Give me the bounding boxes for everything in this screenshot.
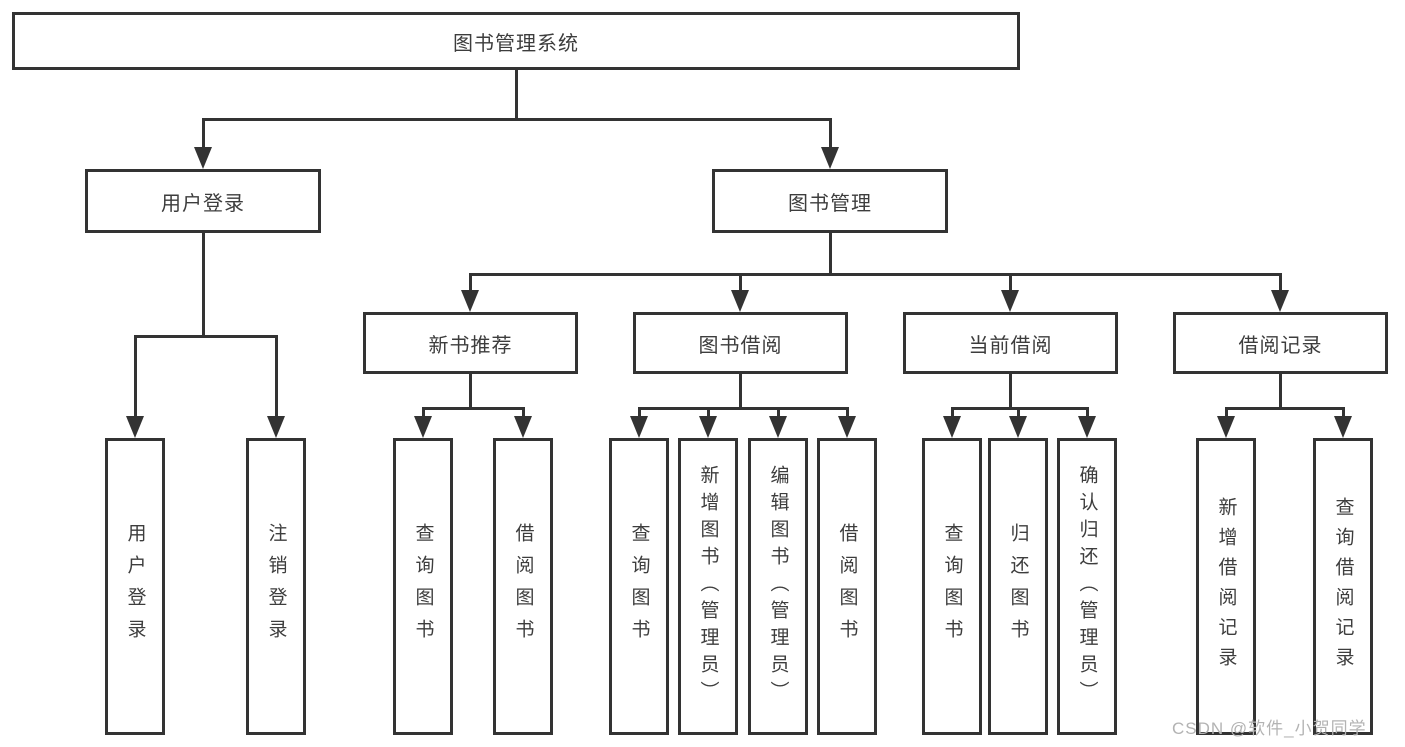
connector-groupD-rail — [1224, 407, 1345, 410]
leaf-label: 查询图书 — [628, 522, 650, 651]
connector-shaft-A2 — [521, 407, 525, 420]
arrowhead-book-management — [821, 147, 839, 169]
connector-shaft-new-book — [469, 273, 472, 294]
node-book-management-system: 图书管理系统 — [12, 12, 1020, 70]
arrowhead-user-login — [194, 147, 212, 169]
leaf-query-books-recommend: 查询图书 — [393, 438, 453, 735]
connector-groupA-rail — [421, 407, 525, 410]
node-book-borrow: 图书借阅 — [633, 312, 848, 374]
connector-shaft-B2 — [706, 407, 710, 420]
leaf-label: 借阅图书 — [512, 522, 534, 651]
arrowhead-D2 — [1334, 416, 1352, 438]
node-user-login: 用户登录 — [85, 169, 321, 233]
arrowhead-borrow-records — [1271, 290, 1289, 312]
connector-shaft-B3 — [776, 407, 780, 420]
connector-shaft-A1 — [421, 407, 425, 420]
node-borrow-records: 借阅记录 — [1173, 312, 1388, 374]
connector-shaft-current-borrow — [1009, 273, 1012, 294]
connector-bookmgmt-stem — [828, 231, 832, 276]
node-label: 借阅记录 — [1238, 334, 1323, 357]
node-book-management: 图书管理 — [712, 169, 948, 233]
leaf-label: 新增借阅记录 — [1215, 496, 1237, 677]
connector-groupD-stem — [1279, 372, 1282, 410]
connector-shaft-D1 — [1224, 407, 1228, 420]
node-label: 当前借阅 — [968, 334, 1053, 357]
connector-shaft-B1 — [637, 407, 641, 420]
arrowhead-A2 — [514, 416, 532, 438]
node-label: 图书管理系统 — [453, 32, 579, 55]
connector-shaft-D2 — [1341, 407, 1345, 420]
node-current-borrow: 当前借阅 — [903, 312, 1118, 374]
leaf-query-books-current: 查询图书 — [922, 438, 982, 735]
connector-groupC-stem — [1009, 372, 1012, 410]
arrowhead-leaf-logout — [267, 416, 285, 438]
arrowhead-B3 — [769, 416, 787, 438]
arrowhead-C2 — [1009, 416, 1027, 438]
arrowhead-book-borrow — [731, 290, 749, 312]
leaf-label: 查询图书 — [941, 522, 963, 651]
connector-shaft-C2 — [1016, 407, 1020, 420]
connector-shaft-borrow-records — [1279, 273, 1282, 294]
leaf-label: 用户登录 — [124, 522, 146, 651]
leaf-query-books-borrow: 查询图书 — [609, 438, 669, 735]
node-label: 图书借阅 — [698, 334, 783, 357]
connector-shaft-C3 — [1085, 407, 1089, 420]
leaf-add-borrow-record: 新增借阅记录 — [1196, 438, 1256, 735]
connector-root-stem — [514, 70, 518, 121]
leaf-edit-book-admin: 编辑图书（管理员） — [748, 438, 808, 735]
node-new-book-recommend: 新书推荐 — [363, 312, 578, 374]
leaf-label: 查询借阅记录 — [1332, 496, 1354, 677]
connector-shaft-B4 — [845, 407, 849, 420]
leaf-label: 新增图书（管理员） — [697, 465, 719, 708]
leaf-logout: 注销登录 — [246, 438, 306, 735]
arrowhead-C3 — [1078, 416, 1096, 438]
connector-groupB-rail — [637, 407, 849, 410]
leaf-label: 归还图书 — [1007, 522, 1029, 651]
leaf-query-borrow-record: 查询借阅记录 — [1313, 438, 1373, 735]
connector-userlogin-stem — [201, 231, 205, 338]
leaf-label: 借阅图书 — [836, 522, 858, 651]
node-label: 用户登录 — [161, 192, 245, 215]
connector-userlogin-rail — [133, 335, 278, 338]
connector-shaft-book-management — [828, 118, 832, 151]
arrowhead-B4 — [838, 416, 856, 438]
connector-level1-rail — [201, 118, 832, 121]
arrowhead-D1 — [1217, 416, 1235, 438]
connector-shaft-book-borrow — [739, 273, 742, 294]
arrowhead-current-borrow — [1001, 290, 1019, 312]
arrowhead-new-book — [461, 290, 479, 312]
arrowhead-C1 — [943, 416, 961, 438]
connector-groupA-stem — [469, 372, 472, 410]
node-label: 图书管理 — [788, 192, 872, 215]
connector-shaft-C1 — [950, 407, 954, 420]
connector-groupB-stem — [739, 372, 742, 410]
arrowhead-A1 — [414, 416, 432, 438]
connector-groupC-rail — [950, 407, 1089, 410]
leaf-label: 查询图书 — [412, 522, 434, 651]
leaf-user-login: 用户登录 — [105, 438, 165, 735]
leaf-add-book-admin: 新增图书（管理员） — [678, 438, 738, 735]
connector-level2-rail — [469, 273, 1282, 276]
connector-shaft-user-login — [201, 118, 205, 151]
leaf-confirm-return-admin: 确认归还（管理员） — [1057, 438, 1117, 735]
arrowhead-B2 — [699, 416, 717, 438]
arrowhead-leaf-user-login — [126, 416, 144, 438]
connector-shaft-leaf-user-login — [133, 335, 137, 420]
leaf-borrow-books-recommend: 借阅图书 — [493, 438, 553, 735]
leaf-label: 注销登录 — [265, 522, 287, 651]
connector-shaft-leaf-logout — [274, 335, 278, 420]
arrowhead-B1 — [630, 416, 648, 438]
leaf-label: 编辑图书（管理员） — [767, 465, 789, 708]
leaf-borrow-books: 借阅图书 — [817, 438, 877, 735]
node-label: 新书推荐 — [428, 334, 513, 357]
leaf-return-books: 归还图书 — [988, 438, 1048, 735]
csdn-watermark: CSDN @软件_小贺同学 — [1172, 719, 1367, 738]
leaf-label: 确认归还（管理员） — [1076, 465, 1098, 708]
